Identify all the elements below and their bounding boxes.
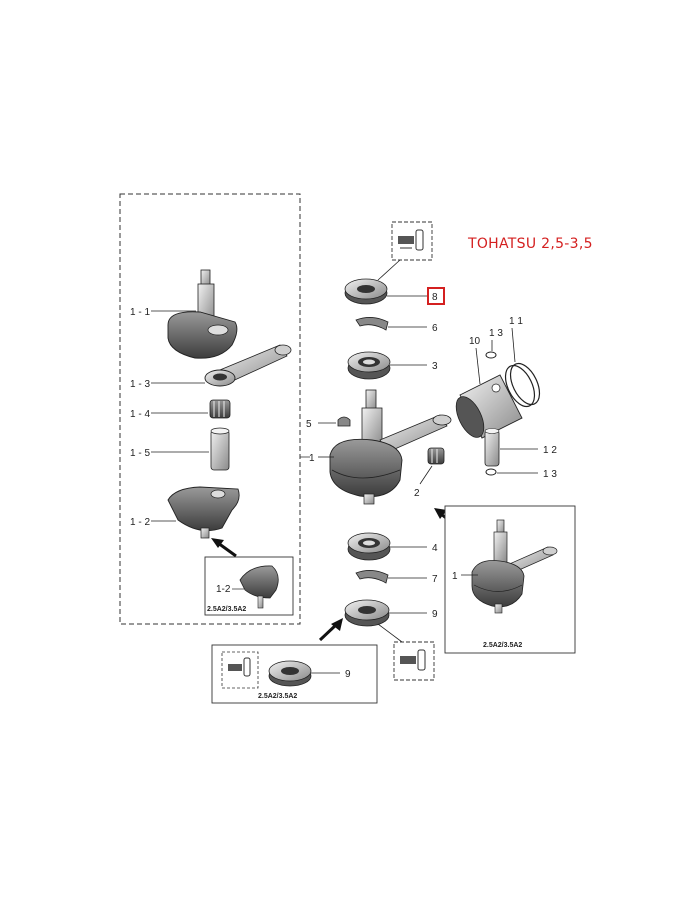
label-8: 8 (432, 292, 438, 303)
part-1-3-connecting-rod (204, 344, 292, 387)
inset-bottom-caption: 2.5A2/3.5A2 (258, 693, 297, 700)
part-13-piston-pin-clip-top (485, 351, 497, 359)
part-2-needle-bearing (427, 447, 445, 465)
inset-left-caption: 2.5A2/3.5A2 (207, 606, 246, 613)
part-7-circlip (355, 570, 389, 584)
label-5: 5 (306, 419, 312, 430)
part-10-piston (455, 374, 523, 439)
inset-left-crank-half (239, 565, 279, 609)
gasket-icon-top-glyph (398, 229, 424, 251)
inset-right-label: 1 (452, 571, 458, 582)
label-12: 1 2 (543, 445, 557, 456)
diagram-title: TOHATSU 2,5-3,5 (468, 236, 593, 252)
part-3-ball-bearing (347, 351, 391, 380)
part-8-oil-seal (344, 278, 388, 305)
part-5-woodruff-key (337, 416, 351, 427)
gasket-icon-inset-glyph (228, 657, 251, 677)
label-9: 9 (432, 609, 438, 620)
part-1-1-crank-half (167, 269, 238, 359)
part-12-piston-pin (484, 428, 500, 467)
label-1-2: 1 - 2 (130, 517, 150, 528)
part-6-circlip (355, 317, 389, 331)
label-1-3: 1 - 3 (130, 379, 150, 390)
inset-right-caption: 2.5A2/3.5A2 (483, 642, 522, 649)
label-1: 1 (309, 453, 315, 464)
part-1-5-crank-pin (210, 427, 230, 471)
gasket-icon-bottom-glyph (400, 649, 426, 671)
inset-bottom-oil-seal (268, 660, 312, 687)
label-13-top: 1 3 (489, 328, 503, 339)
part-13-piston-pin-clip-bottom (485, 468, 497, 476)
label-1-1: 1 - 1 (130, 307, 150, 318)
inset-right-crankshaft (471, 519, 558, 614)
highlight-box-part-8 (427, 287, 445, 305)
subassembly-dashed-box (119, 193, 301, 625)
inset-bottom-label: 9 (345, 669, 351, 680)
label-2: 2 (414, 488, 420, 499)
part-1-crankshaft-assembly (329, 389, 452, 505)
part-1-2-crank-half (167, 486, 240, 539)
part-4-ball-bearing (347, 532, 391, 561)
part-1-4-needle-bearing (209, 399, 231, 419)
inset-left-label: 1-2 (216, 584, 231, 595)
label-10: 10 (469, 336, 481, 347)
label-7: 7 (432, 574, 438, 585)
arrow-to-oil-seal (318, 618, 343, 642)
label-1-4: 1 - 4 (130, 409, 150, 420)
part-11-piston-rings (504, 362, 541, 408)
label-6: 6 (432, 323, 438, 334)
label-1-5: 1 - 5 (130, 448, 150, 459)
label-4: 4 (432, 543, 438, 554)
arrow-to-crank-half (211, 538, 237, 558)
label-13-bottom: 1 3 (543, 469, 557, 480)
label-11: 1 1 (509, 316, 523, 327)
part-9-oil-seal (344, 599, 390, 627)
label-3: 3 (432, 361, 438, 372)
